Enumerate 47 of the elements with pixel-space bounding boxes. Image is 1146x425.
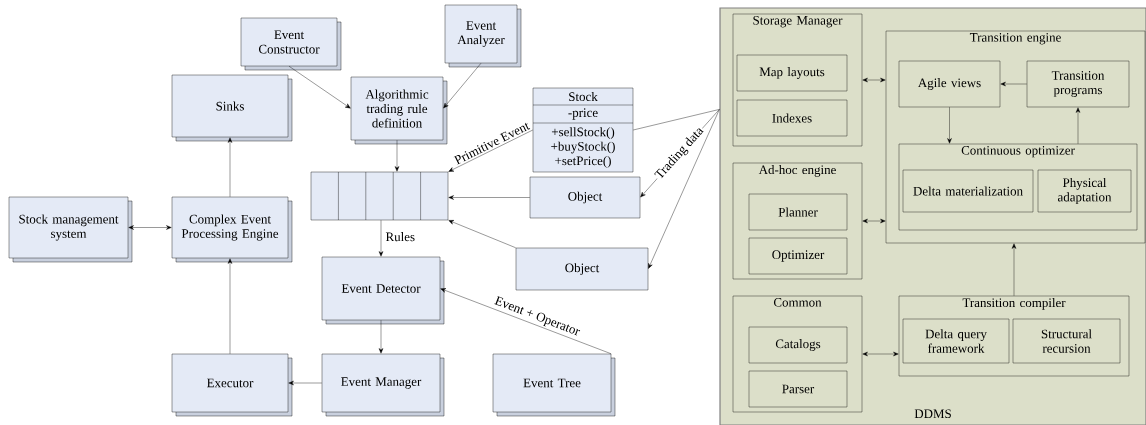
edge-label: Rules: [385, 232, 415, 242]
arrow: [648, 109, 720, 269]
arrow: [862, 351, 899, 357]
component-box: Delta materialization: [902, 169, 1034, 213]
arrow: [227, 137, 233, 197]
component-box: Planner: [748, 193, 848, 231]
arrow: [862, 218, 886, 224]
process-box: Stock management system: [8, 196, 133, 263]
arrow: [440, 288, 612, 354]
arrow: [227, 258, 233, 354]
component-box: Agile views: [898, 60, 1001, 108]
arrow: [1075, 107, 1081, 144]
class-box: Stock -price +sellStock() +buyStock() +setPrice(): [532, 87, 634, 173]
process-box: Complex Event Processing Engine: [171, 196, 293, 263]
component-box: Catalogs: [748, 326, 848, 364]
process-box: Executor: [171, 353, 293, 417]
arrow: [443, 63, 482, 109]
process-box: Event Constructor: [240, 17, 342, 71]
component-box: Structural recursion: [1012, 318, 1121, 364]
process-box: Event Detector: [321, 256, 445, 325]
component-box: Delta query framework: [902, 318, 1010, 364]
component-box: Map layouts: [736, 54, 848, 92]
arrow: [378, 320, 384, 354]
arrow: [128, 225, 172, 230]
arrow: [1000, 81, 1027, 87]
process-box: Sinks: [171, 74, 293, 142]
component-box: Transition programs: [1026, 60, 1130, 108]
component-box: Parser: [748, 370, 848, 408]
arrow: [448, 195, 530, 200]
queue-box: [310, 171, 449, 221]
arrow: [1011, 243, 1017, 296]
object-box: Object: [515, 247, 649, 291]
arrow: [288, 380, 322, 386]
arrow: [448, 220, 516, 248]
process-box: Algorithmic trading rule definition: [350, 76, 448, 145]
arrow: [947, 107, 952, 144]
component-box: Physical adaptation: [1037, 169, 1132, 213]
arrow: [862, 77, 886, 83]
arrow: [448, 129, 533, 172]
process-box: Event Manager: [321, 353, 445, 417]
process-box: Event Analyzer: [444, 4, 522, 68]
arrow: [378, 220, 384, 257]
arrow: [394, 140, 400, 172]
object-box: Object: [529, 176, 641, 219]
component-box: Indexes: [736, 99, 848, 137]
component-box: Optimizer: [748, 237, 848, 275]
process-box: Event Tree: [492, 353, 616, 417]
